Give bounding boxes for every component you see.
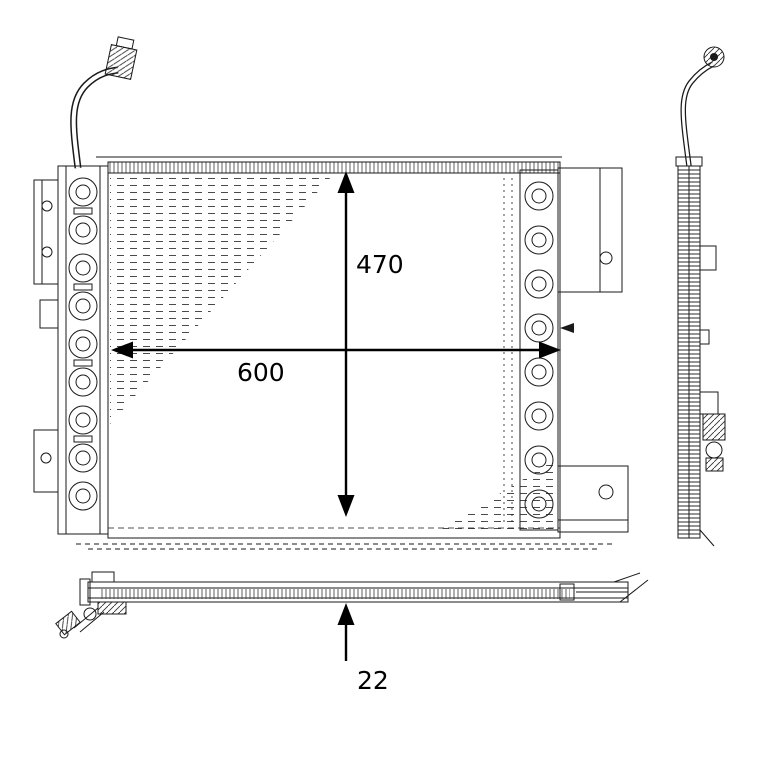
inlet-connector [104,36,138,80]
left-bracket-middle [39,299,59,329]
side-view [675,46,726,547]
bottom-right-bracket [559,572,649,603]
dimension-height: 470 [337,171,404,517]
arrowhead-up [337,171,355,193]
front-view [33,36,629,550]
inlet-pipe [70,66,119,169]
bottom-left-fitting [55,571,127,639]
side-bracket [699,245,717,271]
side-fitting [699,391,726,472]
side-pipe [680,61,715,167]
dimension-depth: 22 [337,603,389,695]
left-bracket-bottom [33,429,59,493]
arrowhead-right [539,341,561,359]
dimension-width: 600 [111,341,561,387]
dimension-depth-label: 22 [357,666,389,695]
bottom-view [55,571,649,639]
dimension-height-label: 470 [356,250,404,279]
flow-mark [560,323,574,333]
right-plate-bottom [557,465,629,533]
arrowhead-up-depth [337,603,355,625]
fin-texture-upper-left [110,176,332,424]
left-header-tank [57,165,109,535]
fin-texture-lower-right [434,458,558,534]
right-plate-top [557,167,623,293]
top-fin-comb [107,161,561,174]
arrowhead-down [337,495,355,517]
arrowhead-left [111,341,133,359]
dimension-width-label: 600 [237,358,285,387]
left-bracket-top [33,179,59,285]
